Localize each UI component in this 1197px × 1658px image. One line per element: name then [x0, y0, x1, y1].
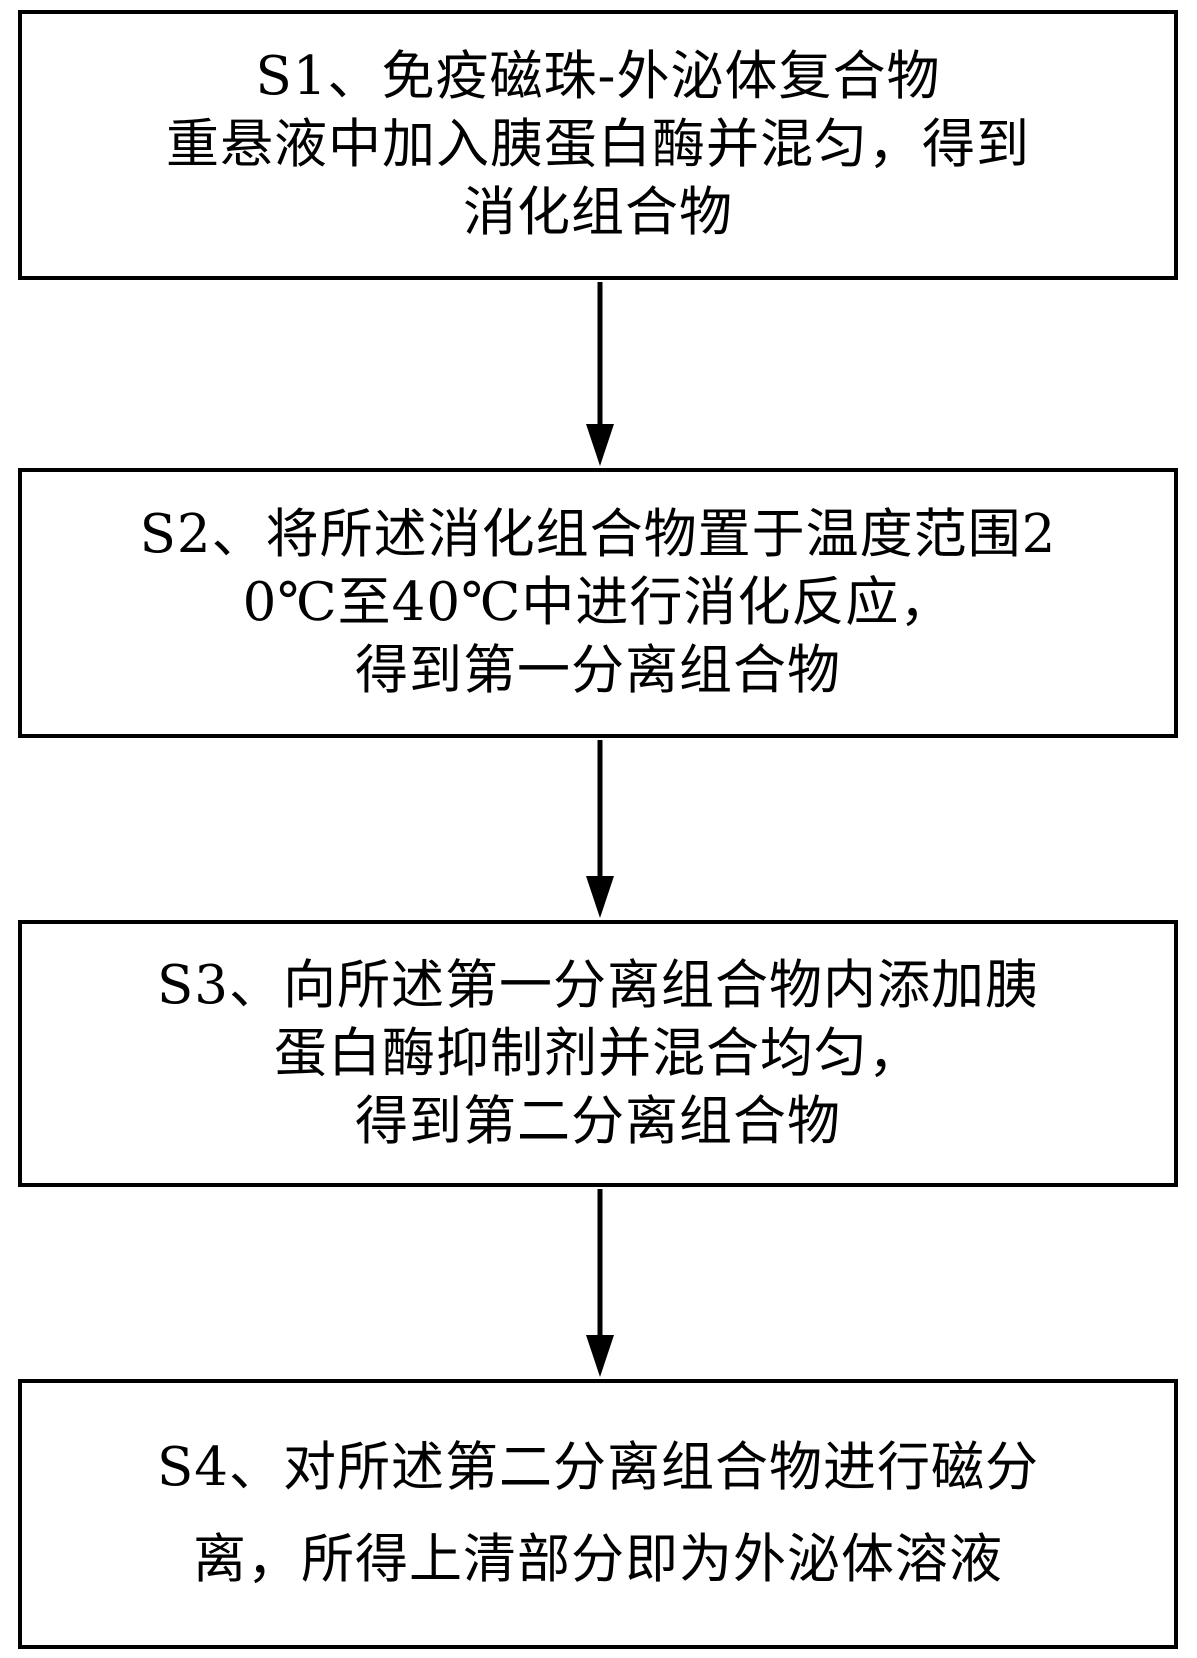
step-box-s2: S2、将所述消化组合物置于温度范围2 0℃至40℃中进行消化反应， 得到第一分离… — [18, 468, 1178, 738]
step-s4-line-1: S4、对所述第二分离组合物进行磁分 — [156, 1437, 1040, 1498]
arrow-s3-to-s4 — [586, 1189, 614, 1377]
arrow-s1-s2-head — [586, 424, 614, 466]
step-s3-line-1: S3、向所述第一分离组合物内添加胰 — [156, 954, 1040, 1016]
arrow-s1-to-s2 — [586, 282, 614, 466]
step-s4-line-2: 离，所得上清部分即为外泌体溶液 — [193, 1529, 1003, 1590]
step-s2-line-3: 得到第一分离组合物 — [355, 640, 841, 701]
step-s1-line-1: S1、免疫磁珠-外泌体复合物 — [255, 46, 941, 107]
arrow-s2-to-s3 — [586, 740, 614, 918]
step-s2-line-1: S2、将所述消化组合物置于温度范围2 — [139, 504, 1057, 565]
arrow-s3-s4-head — [586, 1335, 614, 1377]
step-s2-line-2: 0℃至40℃中进行消化反应， — [242, 572, 954, 633]
step-box-s3: S3、向所述第一分离组合物内添加胰 蛋白酶抑制剂并混合均匀， 得到第二分离组合物 — [18, 920, 1178, 1187]
step-box-s4: S4、对所述第二分离组合物进行磁分 离，所得上清部分即为外泌体溶液 — [18, 1379, 1178, 1649]
step-s1-line-2: 重悬液中加入胰蛋白酶并混匀，得到 — [166, 114, 1030, 175]
step-s3-line-3: 得到第二分离组合物 — [355, 1090, 841, 1152]
arrow-s2-s3-head — [586, 876, 614, 918]
step-box-s1: S1、免疫磁珠-外泌体复合物 重悬液中加入胰蛋白酶并混匀，得到 消化组合物 — [18, 10, 1178, 280]
step-s3-line-2: 蛋白酶抑制剂并混合均匀， — [274, 1022, 922, 1084]
step-s1-line-3: 消化组合物 — [463, 182, 733, 243]
